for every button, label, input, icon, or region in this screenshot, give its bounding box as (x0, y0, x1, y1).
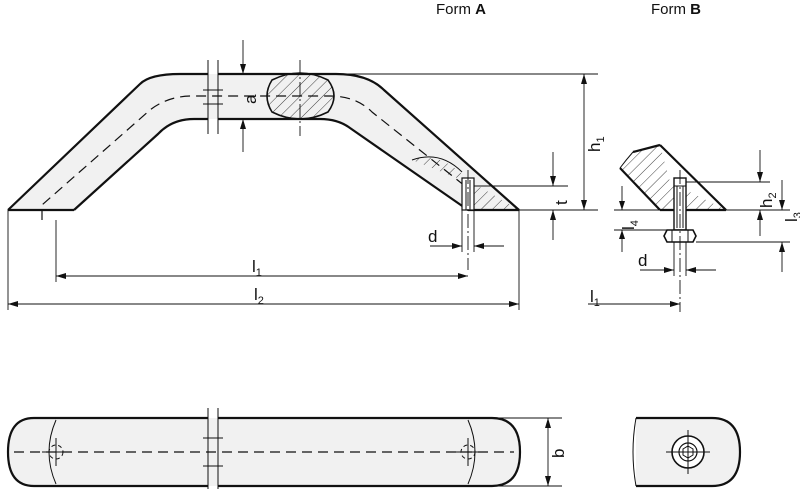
dimension-l1-side: l1 (588, 287, 680, 309)
front-view-handle (7, 60, 520, 270)
dimension-a: a (225, 40, 275, 152)
label-t: t (552, 200, 571, 205)
label-h1: h1 (585, 136, 607, 152)
label-l2: l2 (254, 285, 264, 307)
side-view-form-b (619, 143, 727, 312)
dimension-h2: h2 (686, 150, 779, 236)
dimension-t: t (474, 152, 571, 240)
dimension-d-side: d (638, 242, 716, 276)
dimension-l2: l2 (7, 210, 520, 310)
label-h2: h2 (757, 192, 779, 208)
dimension-h1: h1 (336, 73, 607, 211)
label-l1-side: l1 (590, 287, 600, 309)
label-l3: l3 (782, 212, 800, 222)
form-a-title: Form A (436, 1, 486, 18)
label-b: b (549, 449, 568, 458)
dimension-l1: l1 (55, 220, 468, 282)
top-view-handle (6, 408, 522, 489)
dimension-d-front: d (428, 210, 504, 252)
label-d-side: d (638, 251, 647, 270)
label-d-front: d (428, 227, 437, 246)
dimension-l4: l4 (614, 186, 667, 252)
form-b-title: Form B (651, 1, 701, 18)
label-l4: l4 (619, 220, 641, 230)
top-view-form-b (632, 416, 742, 488)
label-a: a (241, 94, 260, 104)
dimension-b: b (492, 417, 568, 487)
dimension-l3: l3 (696, 180, 800, 272)
label-l1: l1 (252, 257, 262, 279)
